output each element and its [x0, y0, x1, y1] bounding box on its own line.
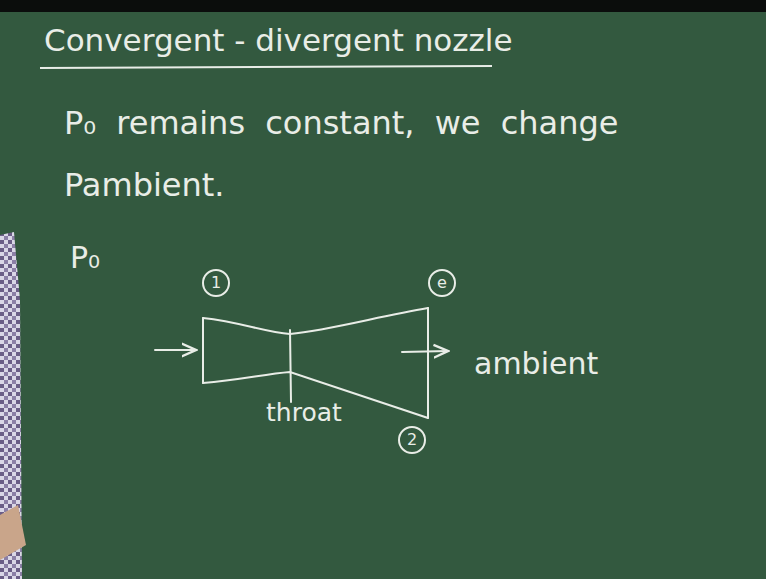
throat-label: throat [266, 398, 342, 427]
inlet-line [202, 318, 204, 383]
pressure-label: P₀ [70, 240, 100, 275]
station-circle: e [428, 269, 456, 297]
station-circle: 1 [202, 269, 230, 297]
station-number: 2 [407, 432, 417, 448]
throat-line [290, 330, 291, 402]
exit-line [427, 308, 429, 418]
station-number: e [437, 275, 447, 291]
top-bar [0, 0, 766, 12]
nozzle-top-wall [203, 308, 428, 334]
ambient-label: ambient [474, 346, 598, 381]
station-number: 1 [211, 275, 221, 291]
board-title: Convergent - divergent nozzle [44, 22, 512, 58]
board-note: P₀ remains constant, we change Pambient. [64, 92, 634, 216]
station-circle: 2 [398, 426, 426, 454]
inflow-arrow [155, 349, 196, 351]
person-hand [0, 505, 26, 560]
title-underline [40, 66, 492, 68]
outflow-arrow [402, 351, 448, 352]
